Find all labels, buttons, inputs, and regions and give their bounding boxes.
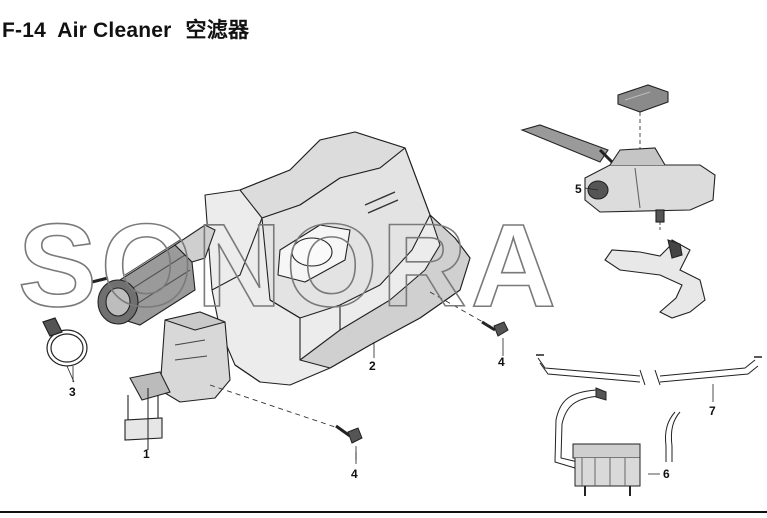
callout-2: 2: [369, 359, 376, 373]
callout-4-lower: 4: [351, 467, 358, 481]
callout-4-upper: 4: [498, 355, 505, 369]
watermark-text: SONORA: [18, 200, 560, 332]
bolt-lower: [335, 424, 363, 460]
callout-leaders: [72, 187, 714, 475]
callout-1: 1: [143, 447, 150, 461]
part-code: F-14: [2, 19, 46, 42]
callout-7: 7: [709, 404, 716, 418]
callout-3: 3: [69, 385, 76, 399]
callout-6: 6: [663, 467, 670, 481]
title-chinese: 空滤器: [185, 19, 250, 42]
long-hose: [536, 354, 762, 386]
canister: [554, 387, 681, 496]
title-english: Air Cleaner: [57, 19, 172, 42]
bolt-upper: [481, 320, 509, 350]
hose-clamp: [42, 317, 88, 383]
callout-labels: 1 2 3 4 4 5 6 7: [69, 182, 716, 481]
page-title: F-14 Air Cleaner 空滤器: [2, 14, 249, 44]
assembly-leader-lines: [209, 291, 491, 429]
callout-5: 5: [575, 182, 582, 196]
breather-tank: [520, 84, 716, 319]
intake-duct: [91, 224, 216, 450]
air-cleaner-housing: [159, 131, 471, 403]
bottom-rule: [0, 511, 767, 513]
